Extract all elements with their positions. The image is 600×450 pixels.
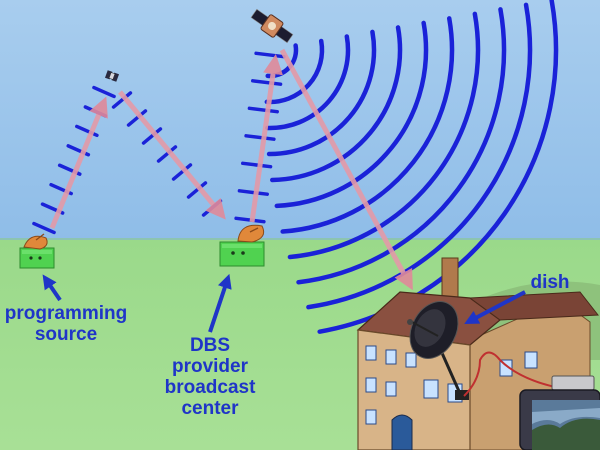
uplink-dish-icon <box>237 224 265 243</box>
broadcast-wave-arc <box>296 7 507 285</box>
uplink-dish-icon <box>23 235 48 250</box>
pointer-source <box>42 274 62 302</box>
relay-wave-tick <box>111 91 133 109</box>
broadcast-center-station <box>219 224 265 267</box>
label-pointers <box>42 273 526 333</box>
satellite-icon <box>104 70 120 82</box>
label-line: center <box>181 398 239 419</box>
house-door <box>391 414 413 450</box>
label-programming-source: programming source <box>0 303 132 345</box>
broadcast-wave-arc <box>287 11 481 260</box>
broadcast-wave-tick <box>237 189 269 196</box>
label-line: source <box>34 324 98 345</box>
label-line: programming <box>4 303 128 324</box>
uplink-beam <box>49 96 108 229</box>
relay-beam <box>118 90 226 220</box>
pointer-dbs <box>208 273 232 333</box>
relay-wave-tick <box>186 181 208 199</box>
tv-icon <box>519 375 600 450</box>
pointer-dish <box>464 290 526 325</box>
downlink-beam <box>279 48 413 291</box>
broadcast-wave-arc <box>266 29 377 157</box>
relay-wave-tick <box>156 145 178 163</box>
broadcast-wave-arc <box>264 38 325 105</box>
relay-wave-tick <box>141 127 163 145</box>
label-line: broadcast <box>164 377 256 398</box>
relay-wave-tick <box>126 109 148 127</box>
programming-source-station <box>19 233 55 269</box>
broadcast-wave-tick <box>247 106 279 114</box>
broadcast-wave-tick <box>241 161 273 169</box>
satellite-icon <box>250 8 294 44</box>
label-line: provider <box>171 356 249 377</box>
label-line: DBS <box>189 335 231 356</box>
broadcast-wave-tick <box>244 134 276 141</box>
broadcast-wave-tick <box>251 79 283 86</box>
signal-waves <box>32 0 559 334</box>
relay-wave-tick <box>171 163 193 181</box>
broadcast-wave-arc <box>265 34 351 131</box>
home-dish-icon <box>407 301 469 400</box>
uplink-wave-tick <box>32 221 56 235</box>
transmission-beams <box>49 48 413 291</box>
broadcast-wave-arc <box>270 25 403 183</box>
broadcast-wave-arc <box>306 2 533 310</box>
label-dish: dish <box>530 272 570 293</box>
broadcast-wave-arc <box>274 20 429 209</box>
broadcast-wave-arc <box>280 16 455 234</box>
uplink-wave-tick <box>92 85 116 99</box>
broadcast-uplink-beam <box>249 54 283 223</box>
label-dbs-center: DBS provider broadcast center <box>140 335 280 419</box>
coax-cable <box>463 351 561 397</box>
